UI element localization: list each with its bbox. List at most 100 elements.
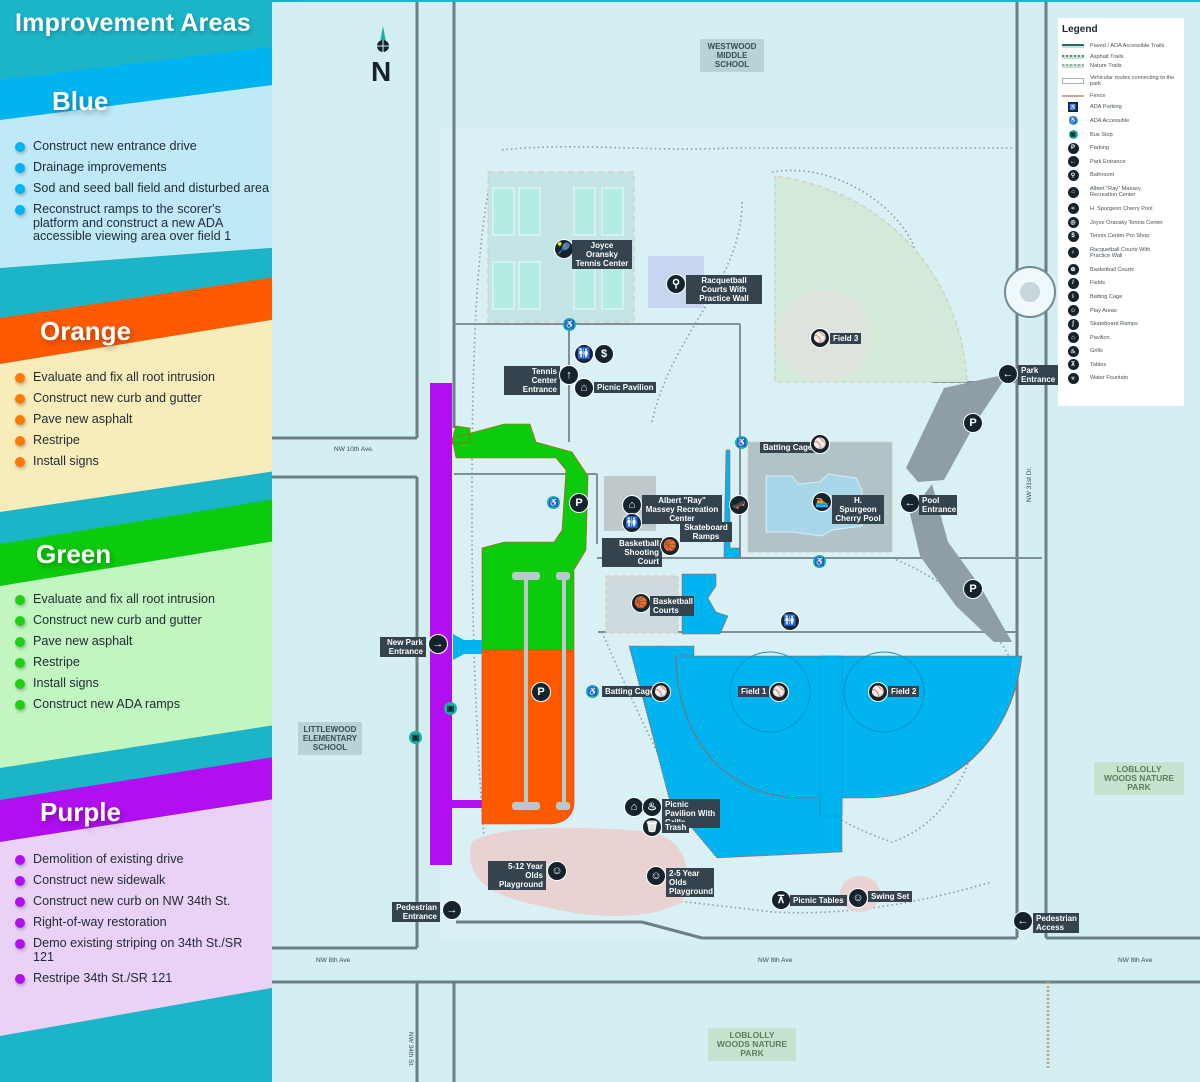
field-1-icon[interactable]: ⚾ [769,682,789,702]
parking-icon[interactable]: P [963,579,983,599]
playground-area [470,827,688,917]
bullet-dot [15,637,25,648]
play-areas-icon[interactable]: ☺ [646,866,666,886]
legend-item: ⊕Basketball Courts [1062,263,1180,277]
bullet-dot [15,184,25,195]
label-pedestrian-access: Pedestrian Access [1033,913,1079,933]
parking-icon[interactable]: P [963,413,983,433]
east-parking-lot-2 [910,484,1012,642]
orange-body [0,316,296,512]
compass-icon [377,26,389,52]
ada-accessible-icon: ♿ [547,496,560,509]
field-2-icon[interactable]: ⚾ [868,682,888,702]
basketball-icon[interactable]: 🏀 [631,593,651,613]
bullet-dot [15,595,25,605]
parking-icon[interactable]: P [569,493,589,513]
paved-trail-icon [1062,43,1084,48]
bullet-dot [15,163,25,174]
recreation-center-icon[interactable]: ⌂ [622,495,642,515]
label-pedestrian-entrance: Pedestrian Entrance [392,902,440,922]
pool-icon[interactable]: 🏊 [812,492,832,512]
legend-item: Fence [1062,91,1180,101]
new-park-entrance-icon[interactable]: → [428,634,448,654]
purple-band [0,754,294,842]
roundabout-center [1020,282,1040,302]
list-item: Demo existing striping on 34th St./SR 12… [15,937,255,964]
parking-icon[interactable]: P [531,682,551,702]
list-item: Construct new entrance drive [15,139,269,154]
tennis-icon[interactable]: 🎾 [554,239,574,259]
pro-shop-icon[interactable]: $ [594,344,614,364]
grills-icon[interactable]: ♨ [642,797,662,817]
label-pool-entrance: Pool Entrance [919,495,957,515]
list-item: Restripe 34th St./SR 121 [15,971,255,986]
batting-cage-icon[interactable]: ⚾ [810,434,830,454]
bus-stop-icon: ▣ [409,731,422,744]
label-tennis-center: Joyce Oransky Tennis Center [572,240,632,269]
nature-trail-icon [1062,64,1084,69]
water-fountain-icon: ▿ [1067,372,1079,384]
parking-islands [512,572,570,810]
panel-title: Improvement Areas [15,9,251,37]
tables-icon[interactable]: ⊼ [771,890,791,910]
pool-entrance-icon[interactable]: ← [900,493,920,513]
legend-item: Paved / ADA Accessible Trails [1062,39,1180,53]
legend-item: ⊼Tables [1062,358,1180,372]
improvement-areas-panel: Improvement Areas Blue Construct new ent… [0,0,300,1082]
bullet-dot [15,918,25,929]
legend-item: /Fields [1062,277,1180,291]
play-areas-icon[interactable]: ☺ [547,861,567,881]
blue-band [0,44,296,120]
street-nw-8th-ave-west: NW 8th Ave [316,957,351,964]
park-map[interactable]: N WESTWOOD MIDDLE SCHOOL LITTLEWOOD ELEM… [272,2,1200,1082]
bullet-dot [15,616,25,627]
legend-item: ←Park Entrance [1062,155,1180,169]
asphalt-trail-icon [1062,55,1084,60]
racquetball-icon[interactable]: ⚲ [666,274,686,294]
bullet-dot [15,373,25,383]
skateboard-icon[interactable]: 🛹 [729,495,749,515]
purple-improvement-spur [452,800,492,808]
field-divider [819,655,843,817]
bullet-dot [15,897,25,908]
list-item: Construct new curb and gutter [15,613,215,628]
orange-items: Evaluate and fix all root intrusion Cons… [15,370,215,476]
batting-cage-icon[interactable]: ⚾ [651,682,671,702]
bathroom-icon[interactable]: 🚻 [574,344,594,364]
panel-bands [0,44,296,1036]
swing-set-icon[interactable]: ☺ [848,888,868,908]
pedestrian-entrance-icon[interactable]: → [442,900,462,920]
legend-item: ▿Water Fountain [1062,372,1180,386]
trash-icon[interactable]: 🗑 [642,817,662,837]
park-entrance-icon[interactable]: ← [998,364,1018,384]
east-parking-lot [906,374,1008,482]
purple-items: Demolition of existing drive Construct n… [15,852,255,993]
tennis-entrance-arrow-icon[interactable]: ↑ [559,365,579,385]
field-3-icon[interactable]: ⚾ [810,328,830,348]
bathroom-icon[interactable]: 🚻 [780,611,800,631]
tennis-icon: ◎ [1067,217,1079,229]
pavilion-icon: ⌂ [1067,332,1079,344]
place-loblolly-woods-south: LOBLOLLY WOODS NATURE PARK [708,1028,796,1061]
place-loblolly-woods-east: LOBLOLLY WOODS NATURE PARK [1094,762,1184,795]
bullet-dot [15,658,25,669]
label-new-park-entrance: New Park Entrance [380,637,426,657]
legend-item: ⌂Pavilion [1062,331,1180,345]
pavilion-icon[interactable]: ⌂ [574,378,594,398]
section-title-green: Green [36,539,112,569]
pavilion-icon[interactable]: ⌂ [624,797,644,817]
green-body [0,538,294,768]
pedestrian-access-icon[interactable]: ← [1013,911,1033,931]
basketball-icon: ⊕ [1067,264,1079,276]
bathroom-icon[interactable]: 🚻 [622,513,642,533]
list-item: Drainage improvements [15,160,269,175]
bullet-dot [15,855,25,865]
basketball-icon[interactable]: 🏀 [660,536,680,556]
green-items: Evaluate and fix all root intrusion Cons… [15,592,215,720]
blue-improvement-entrance [453,634,482,660]
map-graphics [272,2,1200,1082]
batting-cage-icon: i [1067,291,1079,303]
section-title-purple: Purple [40,797,121,827]
play-areas-icon: ☺ [1067,305,1079,317]
